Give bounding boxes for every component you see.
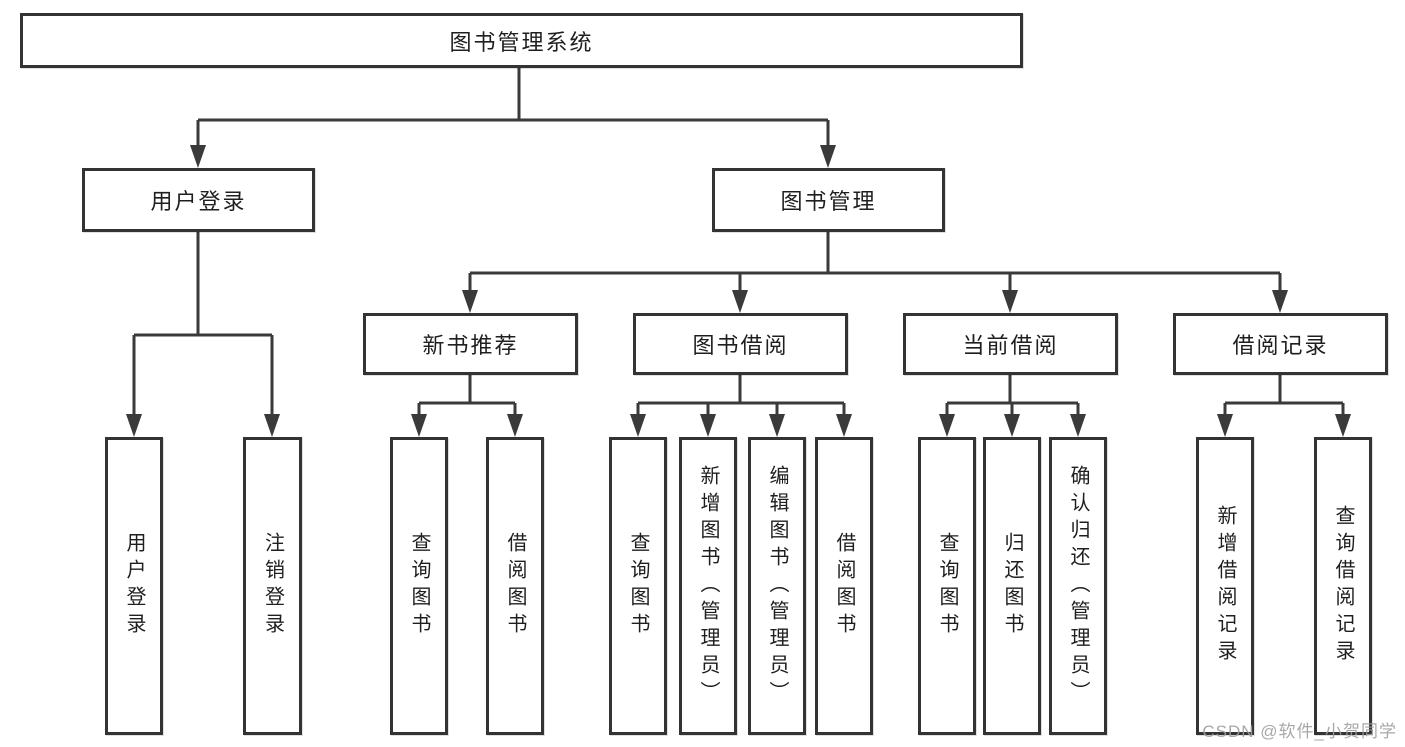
- leaf-edit-books-admin-label: 编辑图书（管理员）: [766, 464, 788, 708]
- leaf-query-borrow-record-label: 查询借阅记录: [1332, 505, 1354, 667]
- leaf-borrow-books-1-label: 借阅图书: [504, 532, 526, 640]
- leaf-user-login-label: 用户登录: [123, 532, 145, 640]
- leaf-borrow-books-2-label: 借阅图书: [833, 532, 855, 640]
- leaf-edit-books-admin: 编辑图书（管理员）: [748, 437, 806, 735]
- leaf-query-borrow-record: 查询借阅记录: [1314, 437, 1372, 735]
- leaf-logout: 注销登录: [243, 437, 302, 735]
- node-book-management-label: 图书管理: [780, 189, 877, 214]
- leaf-borrow-books-1: 借阅图书: [486, 437, 544, 735]
- node-current-borrowing-label: 当前借阅: [962, 333, 1059, 358]
- leaf-borrow-books-2: 借阅图书: [815, 437, 873, 735]
- node-user-login-label: 用户登录: [150, 189, 247, 214]
- connector-paths: [132, 68, 1345, 415]
- node-root: 图书管理系统: [20, 13, 1023, 68]
- arrowheads: [126, 145, 1351, 437]
- node-new-book-recommendation: 新书推荐: [363, 313, 578, 375]
- leaf-add-borrow-record-label: 新增借阅记录: [1214, 505, 1236, 667]
- leaf-query-books-1-label: 查询图书: [408, 532, 430, 640]
- leaf-query-books-1: 查询图书: [390, 437, 448, 735]
- leaf-logout-label: 注销登录: [261, 532, 284, 640]
- node-borrowing-records-label: 借阅记录: [1232, 333, 1329, 358]
- leaf-add-books-admin-label: 新增图书（管理员）: [697, 464, 719, 708]
- leaf-user-login: 用户登录: [105, 437, 163, 735]
- leaf-query-books-2: 查询图书: [609, 437, 667, 735]
- leaf-query-books-2-label: 查询图书: [627, 532, 649, 640]
- node-root-label: 图书管理系统: [449, 29, 594, 55]
- node-borrowing-records: 借阅记录: [1173, 313, 1388, 375]
- leaf-return-books: 归还图书: [983, 437, 1041, 735]
- node-user-login: 用户登录: [82, 168, 315, 232]
- leaf-confirm-return-admin-label: 确认归还（管理员）: [1067, 464, 1089, 708]
- node-current-borrowing: 当前借阅: [903, 313, 1118, 375]
- leaf-return-books-label: 归还图书: [1001, 532, 1023, 640]
- leaf-query-books-3: 查询图书: [918, 437, 976, 735]
- node-new-book-recommendation-label: 新书推荐: [422, 333, 519, 358]
- leaf-query-books-3-label: 查询图书: [936, 532, 958, 640]
- node-book-borrowing-label: 图书借阅: [692, 333, 789, 358]
- node-book-borrowing: 图书借阅: [633, 313, 848, 375]
- node-book-management: 图书管理: [712, 168, 945, 232]
- leaf-confirm-return-admin: 确认归还（管理员）: [1049, 437, 1107, 735]
- leaf-add-books-admin: 新增图书（管理员）: [679, 437, 737, 735]
- csdn-watermark: CSDN @软件_小贺同学: [1202, 722, 1397, 741]
- leaf-add-borrow-record: 新增借阅记录: [1196, 437, 1254, 735]
